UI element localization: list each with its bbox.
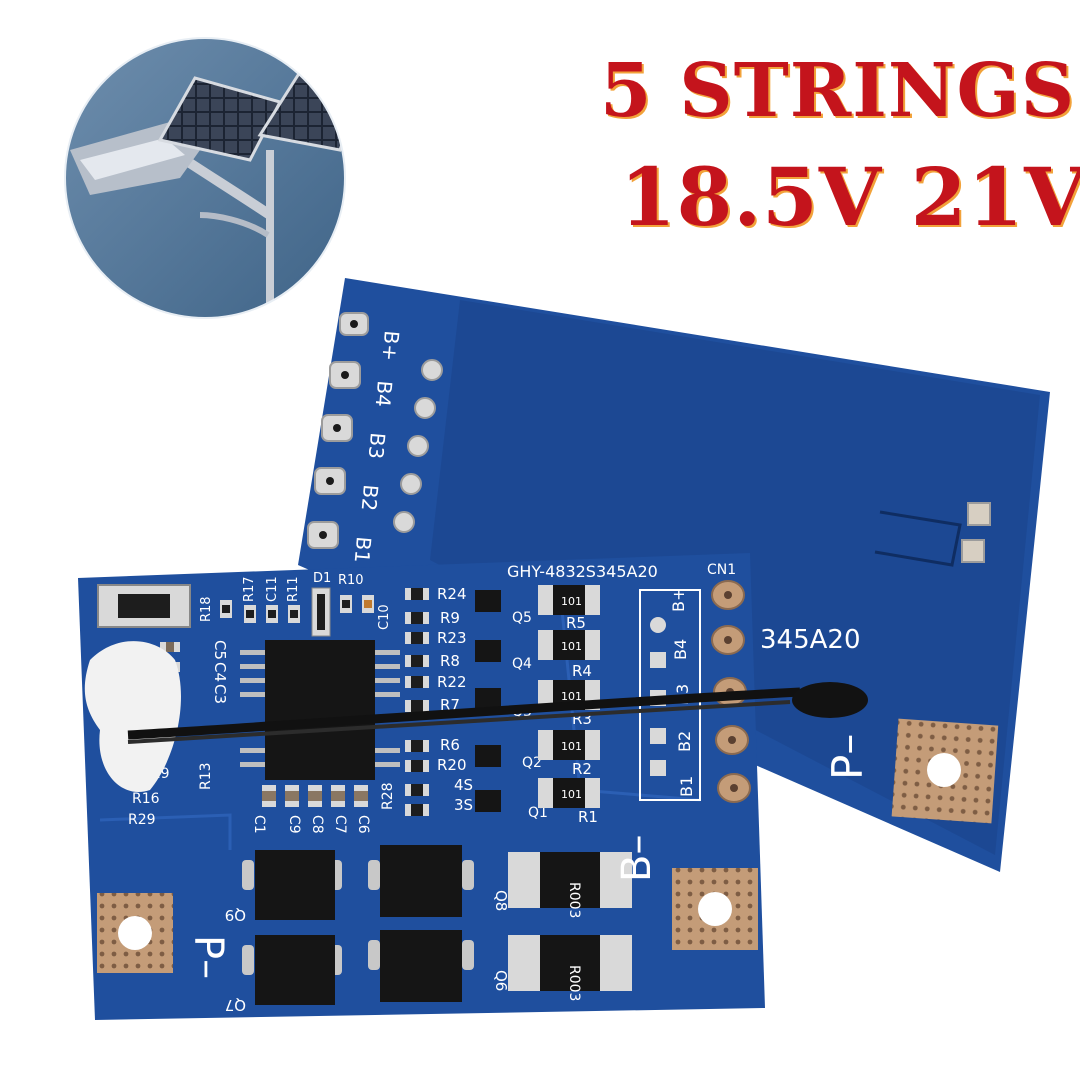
back-pin-label: B3: [364, 432, 390, 460]
side-label: R29: [128, 812, 156, 828]
transistor-label: Q5: [512, 610, 532, 626]
transistor-column: [475, 590, 501, 812]
connector-pin-label: B4: [671, 639, 690, 660]
cap-label: C7: [332, 815, 348, 834]
chip-code: 101: [561, 595, 582, 608]
resistor-label: R6: [440, 736, 460, 754]
connector-label: CN1: [707, 562, 736, 578]
chip-code: 101: [561, 690, 582, 703]
mosfet-label: Q8: [492, 890, 510, 911]
top-label: C11: [265, 576, 280, 602]
side-label: R28: [380, 782, 396, 810]
mosfet-label: Q6: [492, 970, 510, 991]
solar-street-light-inset: [65, 38, 345, 318]
back-pin-label: B+: [377, 330, 404, 362]
resistor-chips-right: [538, 585, 600, 808]
shunt-code: R003: [566, 882, 582, 918]
cap-label: C9: [286, 815, 302, 834]
transistor-label: Q2: [522, 755, 542, 771]
resistor-label: R2: [572, 760, 592, 778]
shunt-code: R003: [566, 965, 582, 1001]
resistor-label: R9: [440, 609, 460, 627]
terminal-b-minus: [672, 868, 758, 950]
top-label: R11: [286, 576, 301, 602]
resistor-column-left: [405, 588, 429, 816]
front-pcb-board: GHY-4832S345A20 CN1 B+ B4: [78, 553, 868, 1020]
resistor-label: R23: [437, 629, 467, 647]
cap-label: C5: [211, 640, 229, 660]
terminal-left-label: P–: [185, 935, 231, 979]
shunt-resistors: [508, 852, 632, 991]
model-label: GHY-4832S345A20: [507, 562, 658, 581]
glue-blob: [84, 641, 181, 792]
connector-pin-label: B1: [677, 776, 696, 797]
chip-code: 101: [561, 640, 582, 653]
resistor-label: R5: [566, 614, 586, 632]
chip-code: 101: [561, 740, 582, 753]
cap-label: C3: [211, 684, 229, 704]
back-pin-label: B1: [350, 536, 376, 564]
connector-pin-label: B2: [675, 731, 694, 752]
resistor-label: R8: [440, 652, 460, 670]
back-pin-label: B2: [357, 484, 383, 512]
resistor-label: R24: [437, 585, 467, 603]
headline-strings: 5 STRINGS: [600, 48, 1076, 134]
side-label: R16: [132, 791, 160, 807]
thermistor-probe: [792, 682, 868, 718]
back-terminal-label: P–: [823, 734, 872, 780]
mosfet-label: Q7: [225, 996, 246, 1014]
terminal-p-minus: [97, 893, 173, 973]
top-label: R17: [242, 576, 257, 602]
top-label: R18: [199, 596, 214, 622]
top-label: D1: [313, 571, 331, 586]
resistor-label: R4: [572, 662, 592, 680]
chip-code: 101: [561, 788, 582, 801]
resistor-label: R22: [437, 673, 467, 691]
cap-label: C8: [309, 815, 325, 834]
terminal-right-label: B–: [614, 835, 660, 882]
resistor-label: R20: [437, 756, 467, 774]
connector-pin-label: B+: [669, 588, 688, 612]
mosfet-label: Q9: [225, 906, 246, 924]
cap-label: C1: [251, 815, 267, 834]
top-label: R10: [338, 573, 364, 588]
side-label: R13: [198, 762, 214, 790]
transistor-label: Q4: [512, 656, 532, 672]
transistor-label: Q1: [528, 805, 548, 821]
headline-voltage: 18.5V 21V: [620, 150, 1080, 244]
back-model-label: 345A20: [760, 625, 861, 655]
resistor-label: 3S: [454, 796, 473, 814]
main-ic-chip: [240, 640, 400, 780]
back-pin-label: B4: [371, 380, 397, 408]
thermistor-wire: [127, 687, 801, 740]
cap-label: C4: [211, 662, 229, 682]
cap-label: C6: [355, 815, 371, 834]
resistor-label: R1: [578, 808, 598, 826]
smd-parts-top: [220, 587, 374, 637]
top-label: C10: [377, 604, 392, 630]
caps-bottom-row: [262, 785, 368, 807]
mosfet-group: [242, 845, 474, 1005]
resistor-label: 4S: [454, 776, 473, 794]
